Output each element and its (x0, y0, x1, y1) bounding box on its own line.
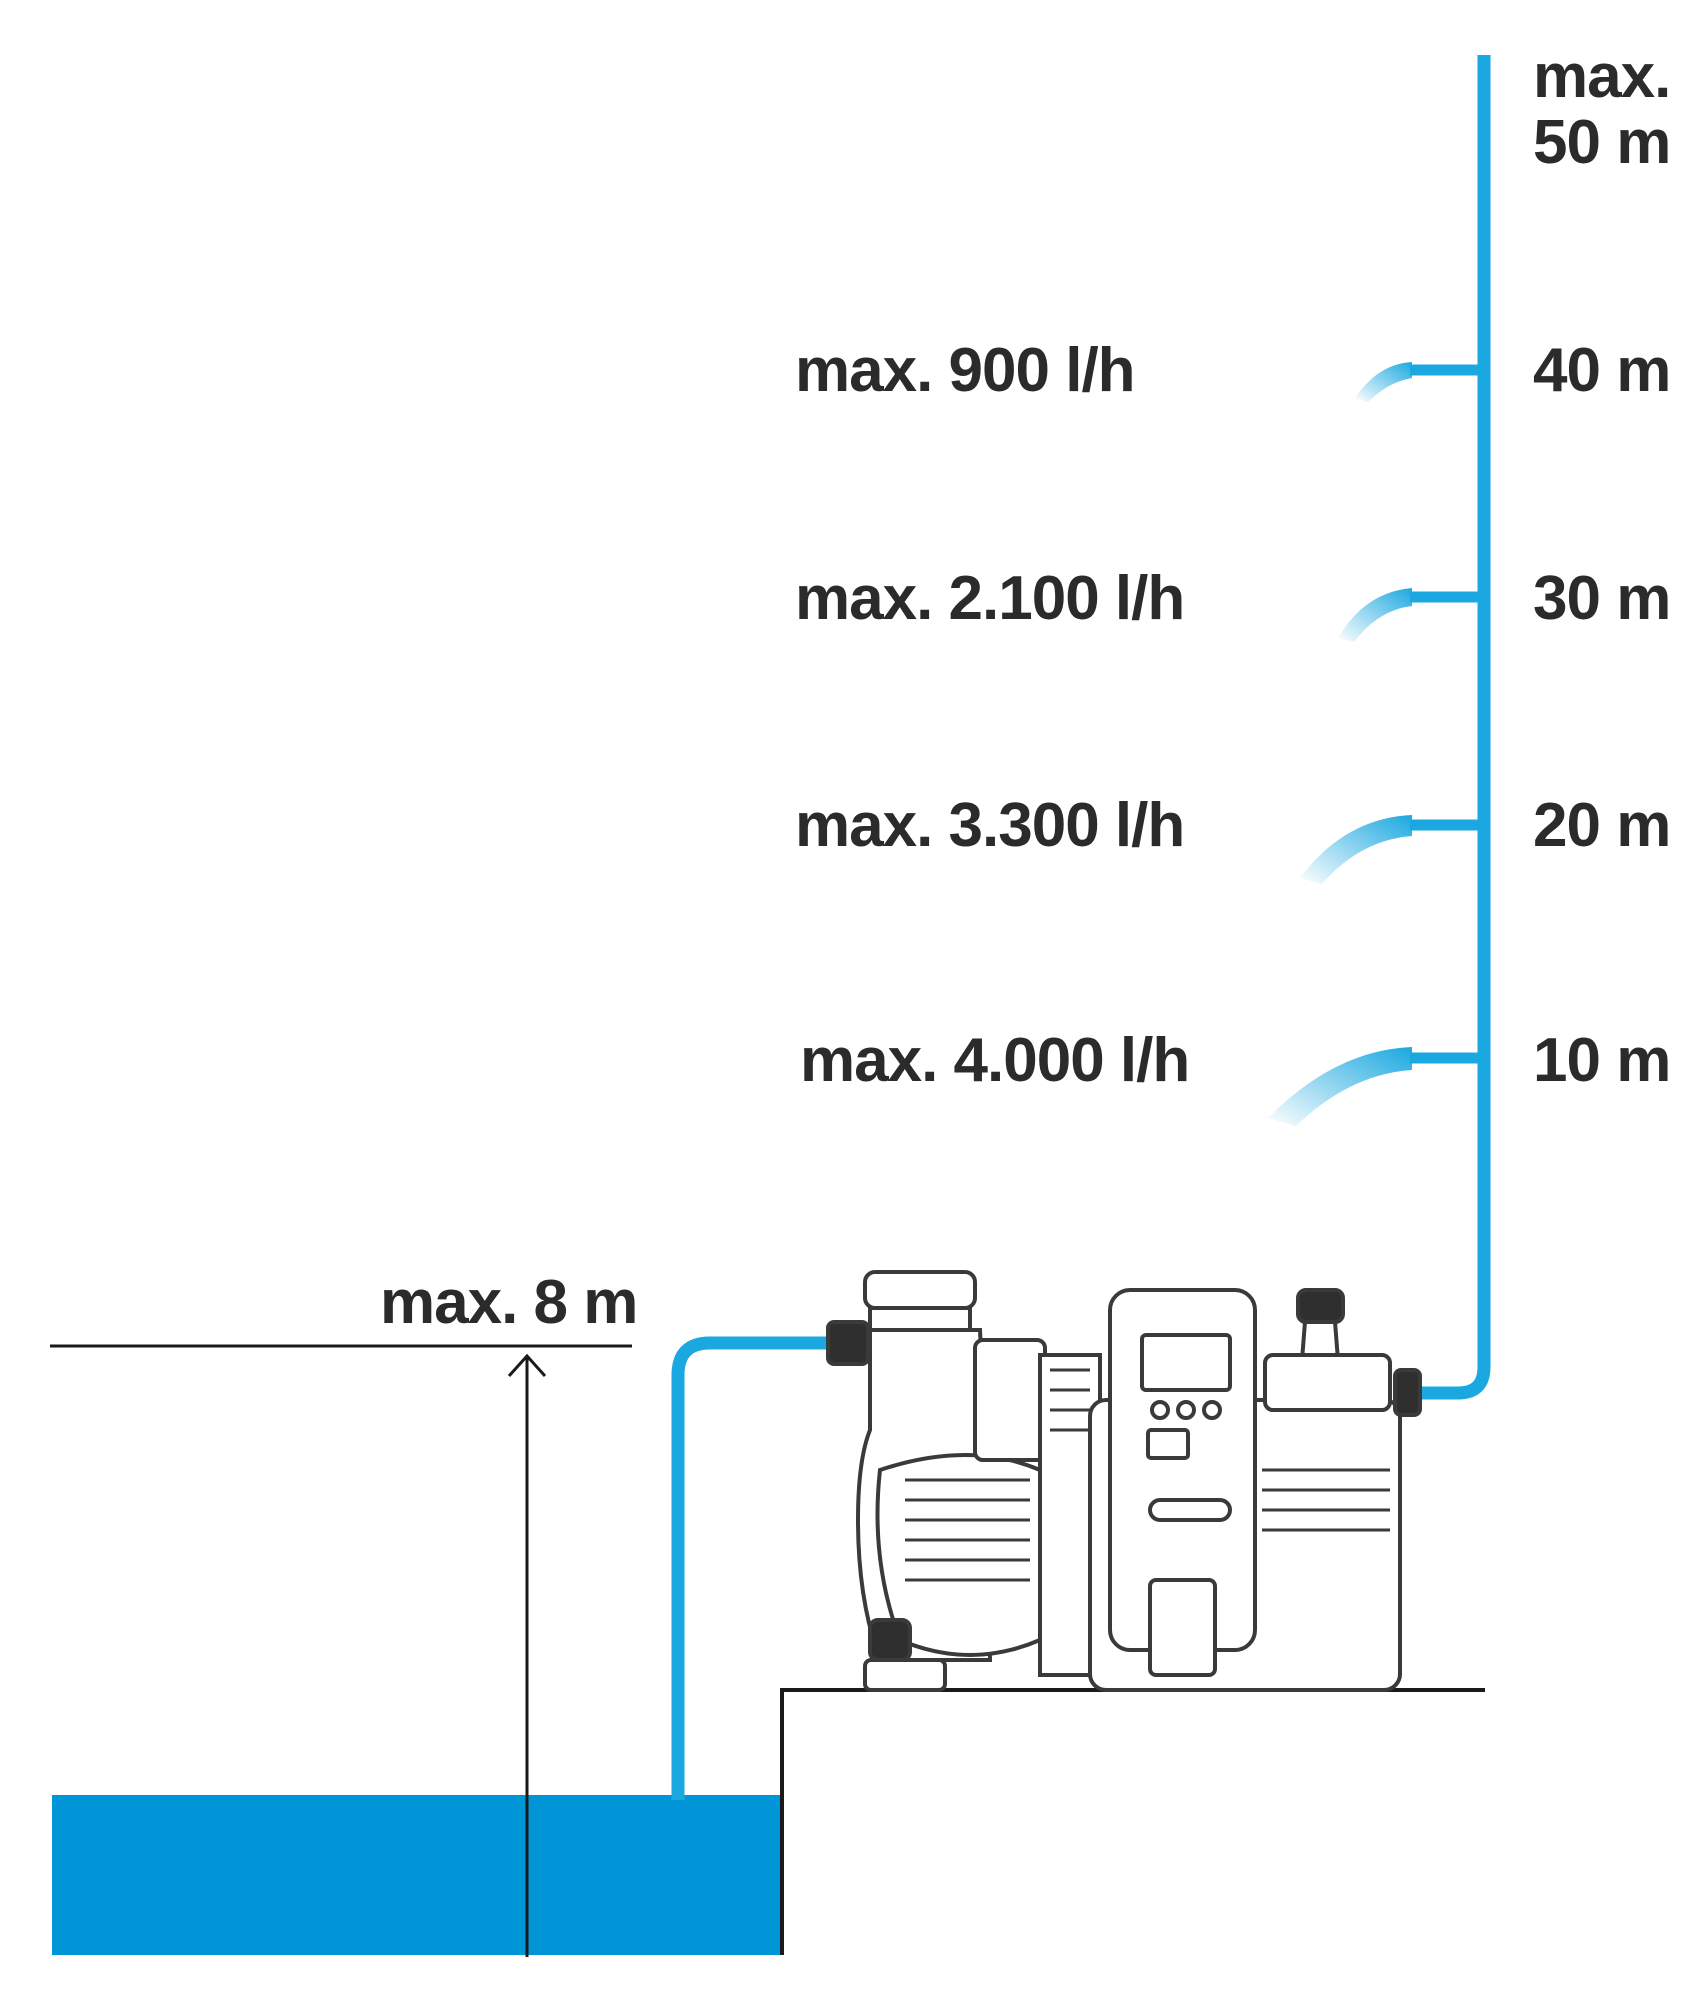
max-height-label-line2: 50 m (1533, 108, 1671, 177)
flow-label-30m: max. 2.100 l/h (795, 564, 1185, 633)
height-label-20m: 20 m (1533, 791, 1671, 860)
spray-10m (1268, 1047, 1412, 1126)
pump (826, 1270, 1422, 1692)
drain-plug (868, 1618, 912, 1662)
outlet-taps (1410, 364, 1484, 1064)
outlet-connector (1393, 1368, 1422, 1417)
water-sprays (1268, 362, 1412, 1126)
filter-cap (863, 1270, 977, 1310)
spray-20m (1300, 815, 1412, 884)
inlet-connector (826, 1320, 870, 1366)
cooling-fins (905, 1368, 1090, 1582)
control-button (1176, 1400, 1196, 1420)
flow-label-20m: max. 3.300 l/h (795, 791, 1185, 860)
flow-label-10m: max. 4.000 l/h (800, 1026, 1190, 1095)
pump-volute (875, 1453, 1042, 1657)
suction-pipe (671, 1336, 828, 1800)
height-label-30m: 30 m (1533, 564, 1671, 633)
flow-label-40m: max. 900 l/h (795, 336, 1136, 405)
platform-edge (780, 1688, 1485, 1955)
spray-40m (1355, 362, 1412, 402)
display-screen (1140, 1333, 1232, 1392)
riser-pipe (1418, 55, 1491, 1400)
arrow-head-icon (507, 1353, 547, 1378)
max-height-label-line1: max. (1533, 42, 1671, 111)
pressure-valve (1296, 1288, 1345, 1324)
height-label-40m: 40 m (1533, 336, 1671, 405)
spray-30m (1338, 588, 1412, 642)
suction-height-label: max. 8 m (380, 1268, 638, 1337)
height-label-10m: 10 m (1533, 1026, 1671, 1095)
water-reservoir (52, 1795, 782, 1955)
control-button (1150, 1400, 1170, 1420)
control-button (1202, 1400, 1222, 1420)
